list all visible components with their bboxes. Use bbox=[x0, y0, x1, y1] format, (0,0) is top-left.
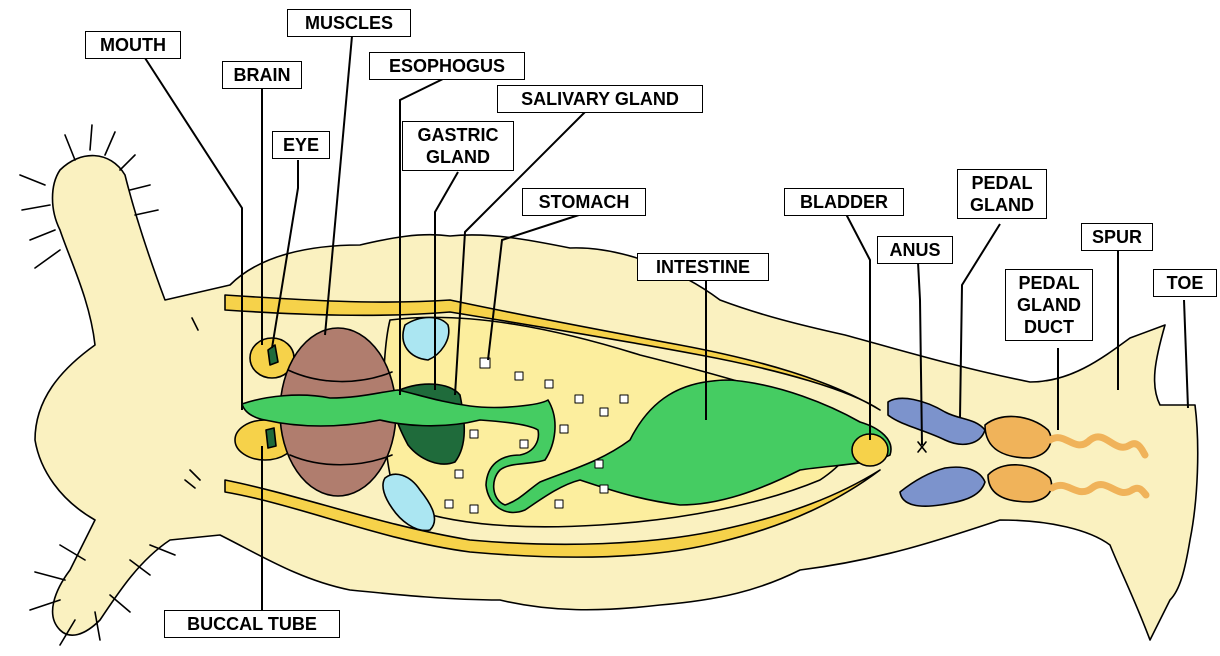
label-mouth: MOUTH bbox=[85, 31, 181, 59]
label-pedal-gland: PEDAL GLAND bbox=[957, 169, 1047, 219]
label-bladder: BLADDER bbox=[784, 188, 904, 216]
label-toe: TOE bbox=[1153, 269, 1217, 297]
label-esophogus: ESOPHOGUS bbox=[369, 52, 525, 80]
label-gastric-gland: GASTRIC GLAND bbox=[402, 121, 514, 171]
label-spur: SPUR bbox=[1081, 223, 1153, 251]
label-salivary-gland: SALIVARY GLAND bbox=[497, 85, 703, 113]
label-anus: ANUS bbox=[877, 236, 953, 264]
label-buccal-tube: BUCCAL TUBE bbox=[164, 610, 340, 638]
label-muscles: MUSCLES bbox=[287, 9, 411, 37]
label-intestine: INTESTINE bbox=[637, 253, 769, 281]
label-pedal-gland-duct: PEDAL GLAND DUCT bbox=[1005, 269, 1093, 341]
label-stomach: STOMACH bbox=[522, 188, 646, 216]
label-brain: BRAIN bbox=[222, 61, 302, 89]
label-eye: EYE bbox=[272, 131, 330, 159]
